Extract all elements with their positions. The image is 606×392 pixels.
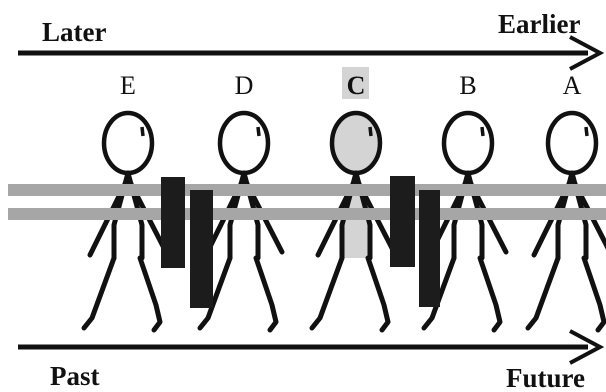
figure-leg-right [581,255,606,333]
figure-a: A [525,71,606,333]
block-right-back [419,190,440,307]
figure-e: E [81,71,169,333]
figure-letter: C [347,71,366,100]
rails [8,184,606,220]
top-axis-left-label: Later [42,17,106,47]
figure-leg-right [477,255,503,333]
figure-eye [480,126,485,137]
lower-rail [8,208,606,220]
figure-leg-right [137,255,163,333]
figure-head [329,110,383,176]
figure-letter: E [120,71,136,100]
figure-leg-right [365,255,391,333]
block-left-back [190,190,213,308]
figure-eye [256,126,261,137]
bottom-axis-right-label: Future [506,363,585,392]
figure-leg-left [525,255,561,331]
figure-head [545,110,599,176]
block-right-front [390,176,415,267]
figure-eye [140,126,145,137]
figure-leg-left [197,255,233,331]
figure-eye [584,126,589,137]
top-axis-arrowhead [569,35,605,71]
top-axis-right-label: Earlier [498,9,580,39]
figure-letter: A [563,71,582,100]
blocks [161,176,440,308]
bottom-axis: Past Future [18,329,605,392]
figure-letter-highlight [342,67,369,99]
bottom-axis-arrowhead [569,329,605,365]
upper-rail [8,184,606,196]
figure-leg-left [309,255,345,331]
figure-c: C [309,67,397,333]
figure-leg-left [421,255,457,331]
block-left-front [161,177,185,268]
top-axis: Later Earlier [18,9,605,71]
figure-leg-left [81,255,117,331]
figure-head [217,110,271,176]
figure-eye [368,126,373,137]
figure-leg-right [253,255,279,333]
figure-head [441,110,495,176]
bottom-axis-left-label: Past [50,361,100,391]
figure-letter: B [459,71,476,100]
figure-letter: D [235,71,254,100]
figure-head [101,110,155,176]
